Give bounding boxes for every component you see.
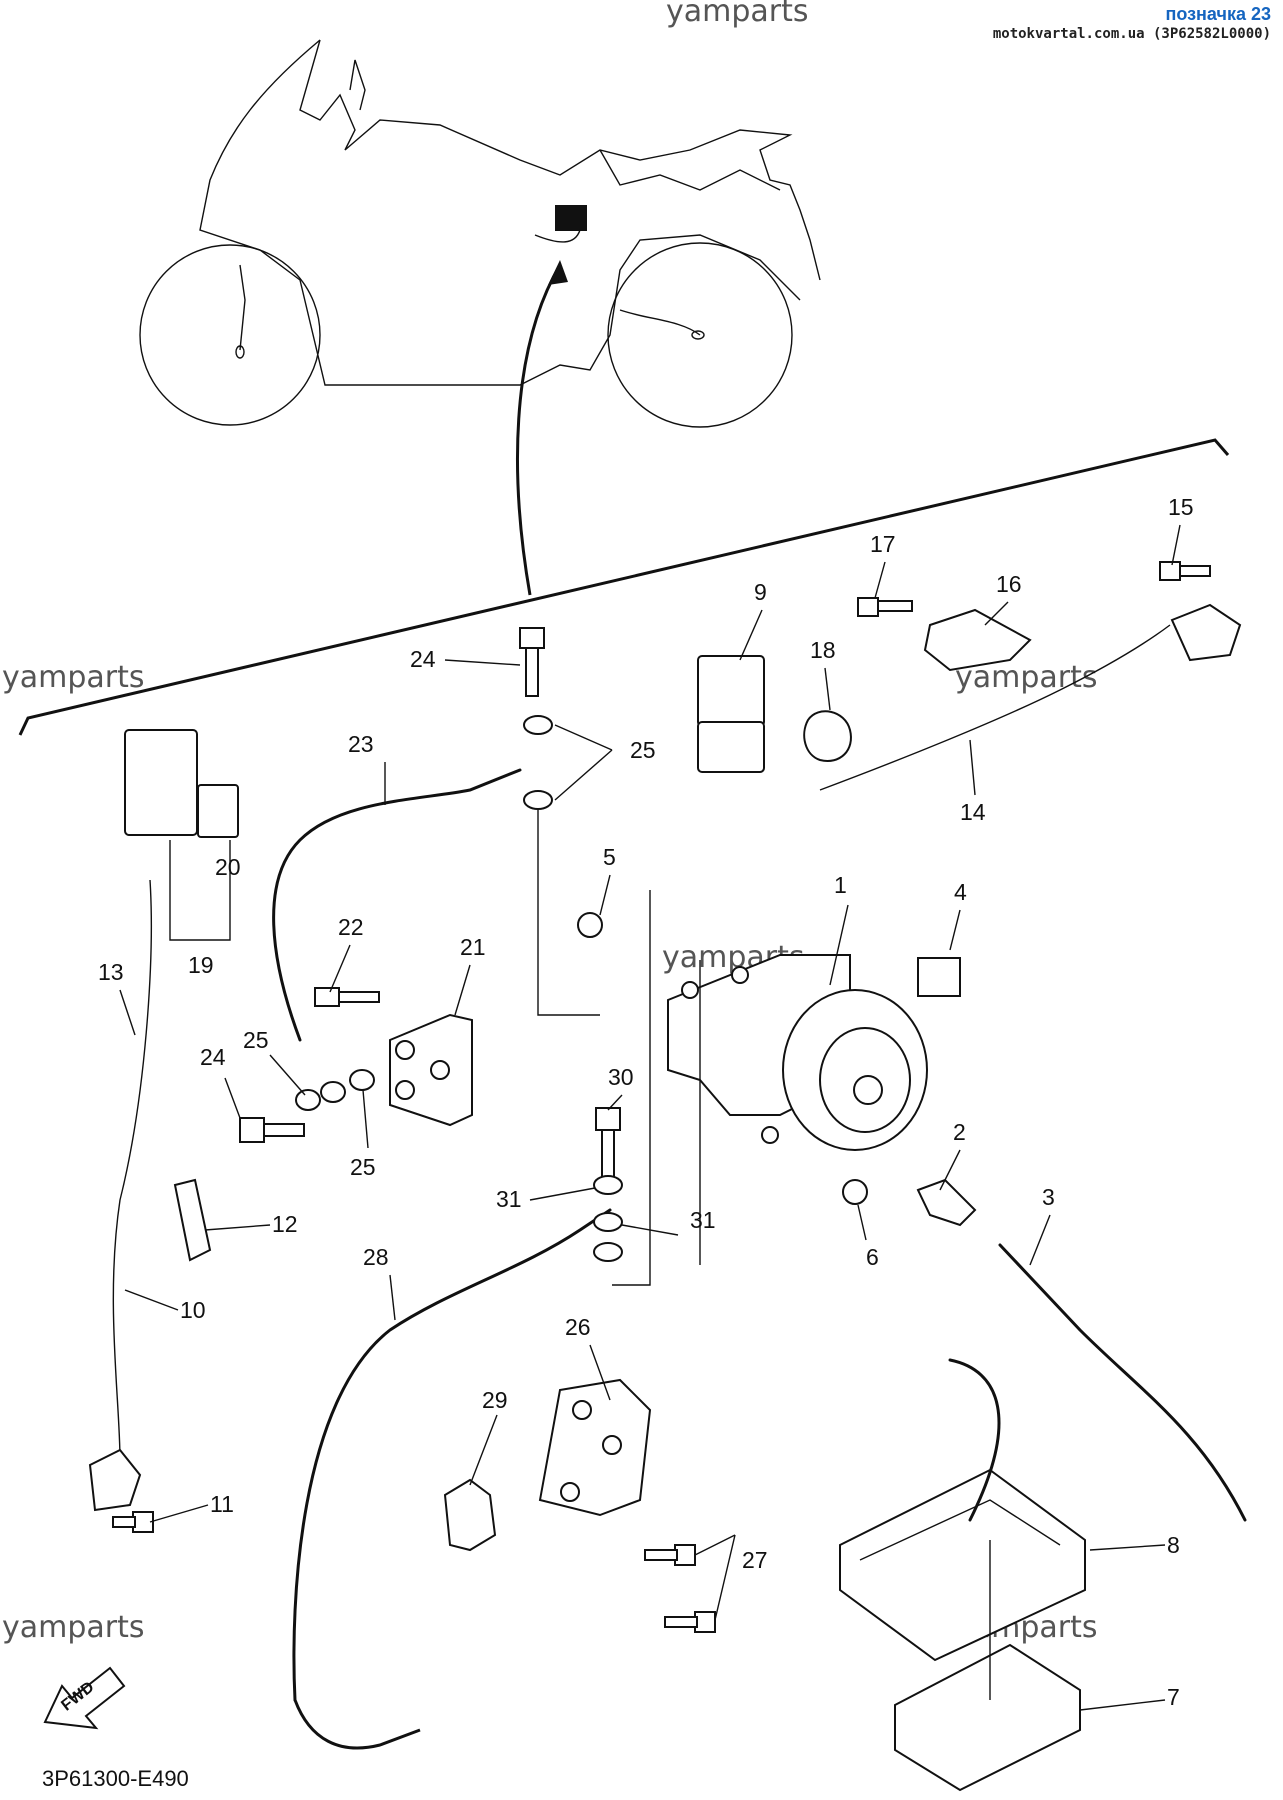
callout-24a: 24 [410, 646, 436, 672]
sensor-bracket-16 [923, 608, 1032, 672]
front-wheel-sensor [88, 1448, 142, 1512]
fuse-box [124, 729, 239, 838]
callout-27: 27 [742, 1547, 768, 1573]
section-divider [18, 438, 1230, 736]
nuts [577, 912, 868, 1205]
callout-14: 14 [960, 799, 986, 825]
watermark-left-upper: yamparts [2, 660, 145, 695]
callout-21: 21 [460, 934, 486, 960]
abs-hydraulic-unit [667, 954, 928, 1151]
callout-25c: 25 [350, 1154, 376, 1180]
bolts [112, 561, 1211, 1633]
callout-22: 22 [338, 914, 364, 940]
abs-location-wire [534, 229, 581, 243]
callout-3: 3 [1042, 1184, 1055, 1210]
callout-24b: 24 [200, 1044, 226, 1070]
callout-12: 12 [272, 1211, 298, 1237]
callout-15: 15 [1168, 494, 1194, 520]
reference-lines [537, 810, 991, 1700]
relay [697, 655, 765, 773]
callout-16: 16 [996, 571, 1022, 597]
callout-31b: 31 [690, 1207, 716, 1233]
callout-23: 23 [348, 731, 374, 757]
rear-wheel-sensor [1170, 603, 1242, 662]
location-arrow [516, 264, 562, 596]
callout-13: 13 [98, 959, 124, 985]
callout-11: 11 [210, 1491, 234, 1517]
clip-29 [443, 1478, 497, 1552]
callout-29: 29 [482, 1387, 508, 1413]
watermark-top: yamparts [666, 0, 809, 29]
callout-9: 9 [754, 579, 767, 605]
callout-8: 8 [1167, 1532, 1180, 1558]
callout-2: 2 [953, 1119, 966, 1145]
callout-20: 20 [215, 854, 241, 880]
callout-6: 6 [866, 1244, 879, 1270]
callout-4: 4 [954, 879, 967, 905]
location-arrowhead [548, 260, 568, 285]
callout-19: 19 [188, 952, 214, 978]
brake-hose-23 [272, 768, 522, 1042]
callout-18: 18 [810, 637, 836, 663]
brake-joint-26 [538, 1378, 652, 1517]
callout-7: 7 [1167, 1684, 1180, 1710]
callout-17: 17 [870, 531, 896, 557]
washers [295, 715, 623, 1262]
callout-5: 5 [603, 844, 616, 870]
brake-joint-21 [389, 1013, 473, 1127]
callout-25b: 25 [243, 1027, 269, 1053]
connector-2 [916, 1178, 977, 1227]
callout-26: 26 [565, 1314, 591, 1340]
abs-ecu [839, 1468, 1086, 1662]
front-wheel-sensor-lead [112, 879, 152, 1461]
callout-31a: 31 [496, 1186, 522, 1212]
callout-25a: 25 [630, 737, 656, 763]
header-source: motokvartal.com.ua (3P62582L0000) [992, 26, 1271, 42]
rear-wheel-sensor-lead [819, 624, 1171, 791]
callout-30: 30 [608, 1064, 634, 1090]
header-title: позначка 23 [1165, 4, 1271, 24]
watermark-left-lower: yamparts [2, 1610, 145, 1645]
callout-numbers: 1 2 3 4 5 6 7 8 9 10 11 12 13 14 15 16 1… [98, 494, 1194, 1710]
bracket-12 [173, 1178, 212, 1262]
motorcycle-outline [139, 39, 821, 428]
hose-3 [998, 1243, 1247, 1522]
abs-location-marker [555, 205, 587, 231]
fwd-arrow [43, 1666, 126, 1730]
ecu-cover [894, 1643, 1081, 1792]
callout-1: 1 [834, 872, 847, 898]
connector-block [917, 957, 961, 997]
clip-18 [803, 710, 852, 762]
diagram-code: 3P61300-E490 [42, 1766, 189, 1791]
leader-lines [119, 524, 1181, 1711]
bracket-19 [169, 840, 231, 941]
callout-28: 28 [363, 1244, 389, 1270]
callout-10: 10 [180, 1297, 206, 1323]
